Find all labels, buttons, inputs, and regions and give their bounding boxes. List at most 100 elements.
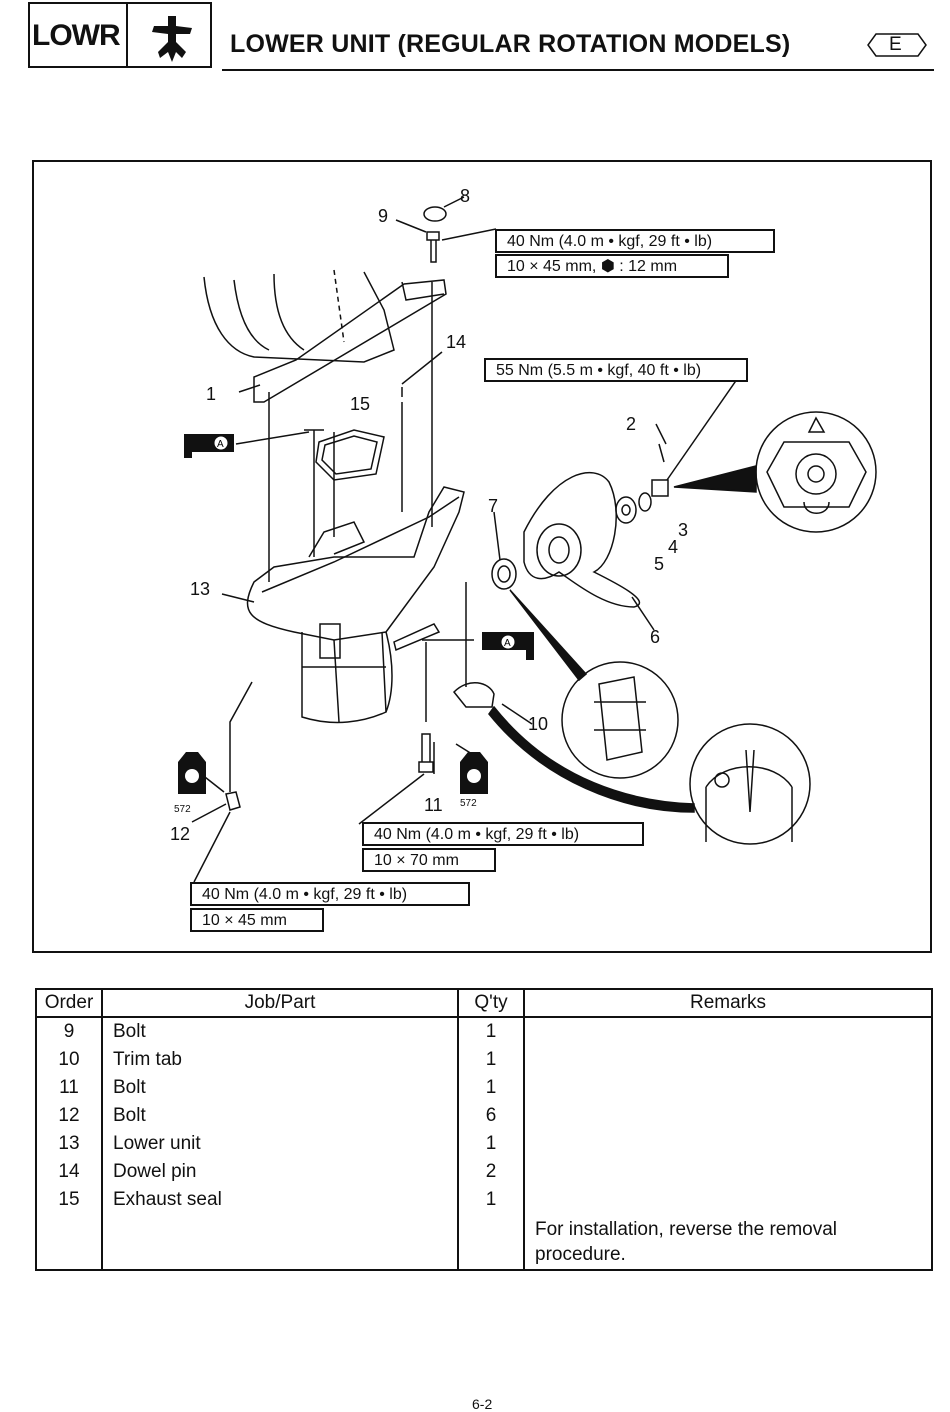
qty-cell	[457, 1214, 525, 1271]
bolt11-torque-spec: 40 Nm (4.0 m • kgf, 29 ft • lb)	[362, 822, 644, 846]
nut-detail	[673, 411, 877, 533]
bolt9-size-spec: 10 × 45 mm, ⬢ : 12 mm	[495, 254, 729, 278]
propeller-shaft	[393, 623, 441, 652]
loctite-number-right: 572	[460, 798, 477, 809]
page-title: LOWER UNIT (REGULAR ROTATION MODELS)	[230, 30, 791, 58]
remarks-cell	[523, 1130, 933, 1158]
header-order: Order	[35, 988, 103, 1018]
part-cell: Lower unit	[101, 1130, 459, 1158]
grease-symbol-right: A	[482, 632, 534, 660]
bolt-11	[418, 733, 434, 773]
loctite-symbol-left	[178, 752, 206, 794]
part-cell: Bolt	[101, 1017, 459, 1046]
callout-1: 1	[206, 384, 217, 404]
table-row: 13 Lower unit 1	[35, 1130, 933, 1158]
bolt12-torque-spec: 40 Nm (4.0 m • kgf, 29 ft • lb)	[190, 882, 470, 906]
qty-cell: 1	[457, 1046, 525, 1074]
header-qty: Q'ty	[457, 988, 525, 1018]
qty-cell: 1	[457, 1186, 525, 1214]
bolt11-size-spec: 10 × 70 mm	[362, 848, 496, 872]
part-cell: Trim tab	[101, 1046, 459, 1074]
exploded-diagram: A A 8 9 14 1 15 2 7 3 4 5 13 6 10 11 12 …	[32, 160, 932, 953]
trim-tab-part	[452, 682, 495, 708]
part-cell: Bolt	[101, 1102, 459, 1130]
table-row: 15 Exhaust seal 1	[35, 1186, 933, 1214]
nut-3	[651, 479, 669, 497]
outboard-motor-icon	[152, 16, 192, 62]
part-cell	[101, 1214, 459, 1271]
grommet-8	[423, 206, 447, 222]
bolt-9	[426, 231, 440, 263]
bolt9-torque-spec: 40 Nm (4.0 m • kgf, 29 ft • lb)	[495, 229, 775, 253]
title-underline	[222, 69, 934, 71]
order-cell: 10	[35, 1046, 103, 1074]
callout-7: 7	[488, 496, 499, 516]
remarks-cell	[523, 1017, 933, 1046]
language-badge-outline	[867, 33, 927, 57]
spacer-detail	[509, 589, 679, 779]
section-code: LOWR	[32, 19, 121, 52]
table-row: 12 Bolt 6	[35, 1102, 933, 1130]
part-cell: Exhaust seal	[101, 1186, 459, 1214]
loctite-number-left: 572	[174, 804, 191, 815]
callout-14: 14	[446, 332, 467, 352]
page-number: 6-2	[472, 1396, 493, 1412]
order-cell	[35, 1214, 103, 1271]
svg-text:A: A	[504, 638, 511, 649]
exhaust-seal-part	[315, 429, 385, 481]
order-cell: 12	[35, 1102, 103, 1130]
remarks-cell	[523, 1046, 933, 1074]
order-cell: 13	[35, 1130, 103, 1158]
propeller-part	[523, 471, 641, 608]
bolt12-size-spec: 10 × 45 mm	[190, 908, 324, 932]
qty-cell: 2	[457, 1158, 525, 1186]
diagram-drawing: A A	[178, 196, 877, 883]
table-row: 9 Bolt 1	[35, 1017, 933, 1046]
callout-2: 2	[626, 414, 637, 434]
remarks-cell	[523, 1158, 933, 1186]
section-tab-divider	[126, 4, 128, 66]
upper-casing	[203, 271, 395, 363]
callout-5: 5	[654, 554, 665, 574]
callout-8: 8	[460, 186, 471, 206]
qty-cell: 1	[457, 1074, 525, 1102]
section-tab: LOWR	[28, 2, 212, 68]
remarks-cell	[523, 1186, 933, 1214]
language-badge: E	[889, 34, 902, 55]
qty-cell: 1	[457, 1017, 525, 1046]
qty-cell: 1	[457, 1130, 525, 1158]
washer-4	[638, 492, 652, 512]
loctite-symbol-right	[460, 752, 488, 794]
table-row: 11 Bolt 1	[35, 1074, 933, 1102]
remarks-cell: For installation, reverse the removal pr…	[523, 1214, 933, 1271]
callout-11: 11	[424, 795, 443, 815]
callout-9: 9	[378, 206, 389, 226]
remarks-cell	[523, 1102, 933, 1130]
table-row: For installation, reverse the removal pr…	[35, 1214, 933, 1271]
table-row: 10 Trim tab 1	[35, 1046, 933, 1074]
part-cell: Bolt	[101, 1074, 459, 1102]
grease-symbol-left: A	[184, 434, 234, 458]
callout-13: 13	[190, 579, 211, 599]
callout-15: 15	[350, 394, 371, 414]
table-row: 14 Dowel pin 2	[35, 1158, 933, 1186]
order-cell: 14	[35, 1158, 103, 1186]
gearcase-body	[246, 486, 465, 641]
spacer-7	[491, 558, 517, 590]
header-job-part: Job/Part	[101, 988, 459, 1018]
callout-6: 6	[650, 627, 661, 647]
washer-5	[615, 496, 637, 524]
callout-12: 12	[170, 824, 191, 844]
callout-3: 3	[678, 520, 689, 540]
trim-tab-detail	[488, 705, 811, 845]
qty-cell: 6	[457, 1102, 525, 1130]
bolt-12	[225, 791, 241, 811]
callout-4: 4	[668, 537, 679, 557]
order-cell: 11	[35, 1074, 103, 1102]
table-header-row: Order Job/Part Q'ty Remarks	[35, 988, 933, 1018]
nut-torque-spec: 55 Nm (5.5 m • kgf, 40 ft • lb)	[484, 358, 748, 382]
order-cell: 9	[35, 1017, 103, 1046]
svg-text:A: A	[217, 439, 224, 450]
part-cell: Dowel pin	[101, 1158, 459, 1186]
remarks-cell	[523, 1074, 933, 1102]
